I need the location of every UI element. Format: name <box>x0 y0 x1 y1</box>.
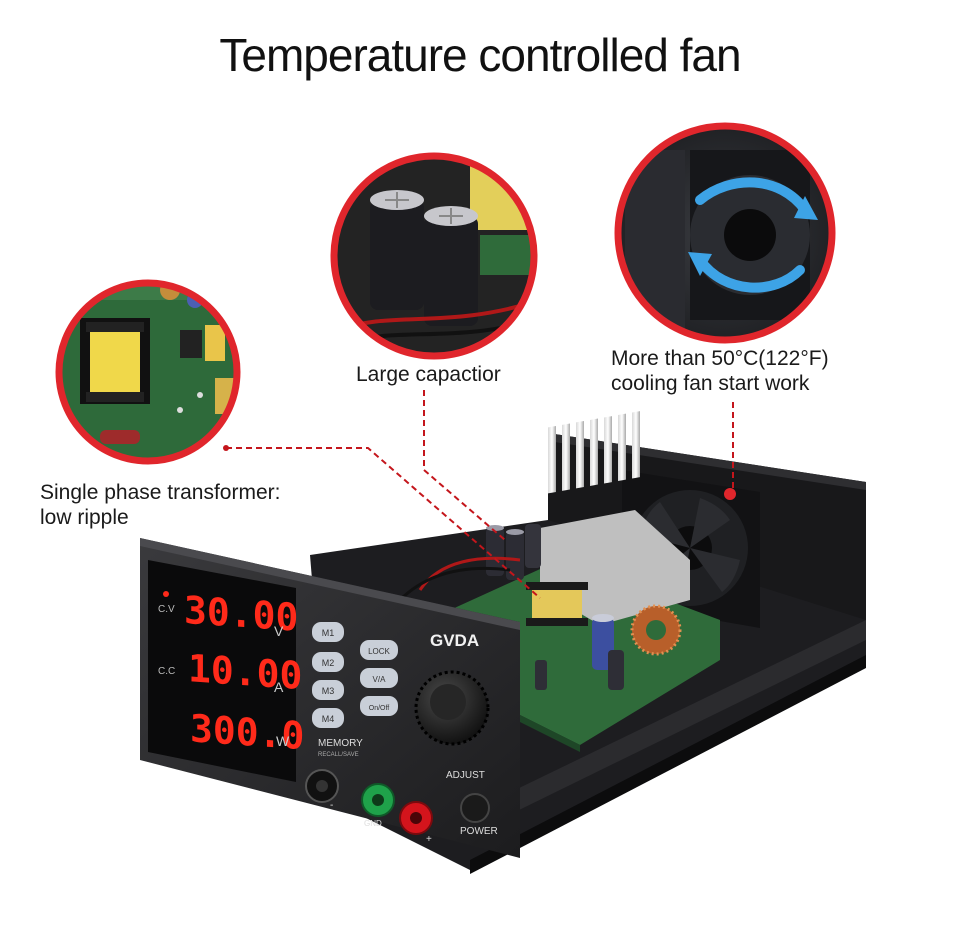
brand-logo: GVDA <box>430 631 479 650</box>
on-off-button[interactable]: On/Off <box>360 696 398 716</box>
negative-terminal[interactable] <box>305 769 339 803</box>
current-readout: 10.00 <box>188 646 302 698</box>
function-buttons: LOCK V/A On/Off <box>360 640 398 716</box>
svg-text:LOCK: LOCK <box>368 647 390 656</box>
transformer-callout <box>55 279 241 465</box>
capacitor-leader-line <box>423 390 506 541</box>
adjust-label: ADJUST <box>446 770 485 781</box>
cv-indicator-led <box>163 591 169 597</box>
memory-sublabel: RECALL/SAVE <box>318 752 359 758</box>
transformer-leader-line <box>226 447 541 599</box>
power-readout: 300.0 <box>190 706 304 758</box>
transformer-caption-line1: Single phase transformer: <box>40 481 281 504</box>
output-terminals: - GND + <box>305 769 433 845</box>
capacitor-caption: Large capactior <box>356 363 501 386</box>
transformer-caption: Single phase transformer: low ripple <box>40 480 280 530</box>
fan-caption: More than 50°C(122°F) cooling fan start … <box>611 346 829 396</box>
svg-text:M3: M3 <box>322 686 335 696</box>
power-unit: W <box>276 733 290 749</box>
plus-label: + <box>426 834 432 845</box>
power-button[interactable] <box>460 793 490 823</box>
display-window <box>148 560 296 782</box>
adjust-knob[interactable] <box>414 670 490 746</box>
svg-text:On/Off: On/Off <box>369 705 390 712</box>
svg-text:M1: M1 <box>322 628 335 638</box>
fan-icon <box>688 177 818 293</box>
svg-text:M4: M4 <box>322 714 335 724</box>
m1-button[interactable]: M1 <box>312 622 344 642</box>
toroid-inductor <box>630 604 682 656</box>
fan-callout <box>614 122 836 344</box>
leader-lines <box>226 390 734 599</box>
cv-label: C.V <box>158 604 175 615</box>
current-unit: A <box>274 679 284 695</box>
power-label: POWER <box>460 826 498 837</box>
minus-label: - <box>330 800 333 811</box>
cc-label: C.C <box>158 666 175 677</box>
voltage-unit: V <box>274 623 284 639</box>
svg-text:M2: M2 <box>322 658 335 668</box>
memory-buttons: M1 M2 M3 M4 MEMORY RECALL/SAVE <box>312 622 363 758</box>
lock-button[interactable]: LOCK <box>360 640 398 660</box>
gnd-label: GND <box>364 819 382 828</box>
display-readouts: C.V C.C 30.00 10.00 300.0 V A W <box>158 588 304 758</box>
m3-button[interactable]: M3 <box>312 680 344 700</box>
capacitor-icon <box>486 524 624 690</box>
svg-text:V/A: V/A <box>373 675 387 684</box>
knob-icon <box>430 684 466 720</box>
m2-button[interactable]: M2 <box>312 652 344 672</box>
memory-label: MEMORY <box>318 738 363 749</box>
fan-caption-line1: More than 50°C(122°F) <box>611 347 829 370</box>
transformer-icon <box>526 582 588 626</box>
page-title: Temperature controlled fan <box>219 29 741 81</box>
fan-caption-line2: cooling fan start work <box>611 372 810 395</box>
capacitor-callout <box>330 152 538 360</box>
m4-button[interactable]: M4 <box>312 708 344 728</box>
transformer-caption-line2: low ripple <box>40 506 129 529</box>
va-button[interactable]: V/A <box>360 668 398 688</box>
voltage-readout: 30.00 <box>184 588 298 640</box>
positive-terminal[interactable] <box>399 801 433 835</box>
gnd-terminal[interactable] <box>361 783 395 817</box>
